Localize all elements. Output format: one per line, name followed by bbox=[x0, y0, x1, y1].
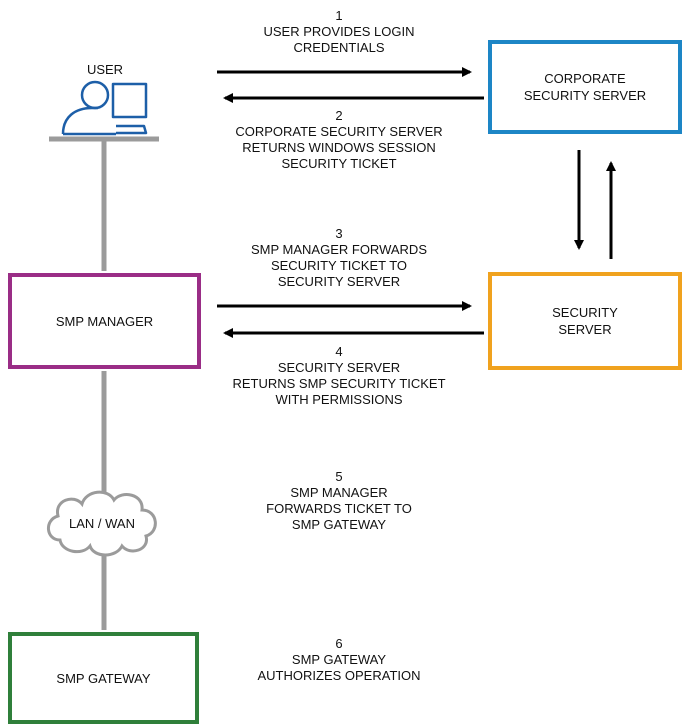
smp-manager-label: SMP MANAGER bbox=[55, 313, 154, 329]
smp-gateway-label: SMP GATEWAY bbox=[56, 670, 151, 686]
step-1: 1 USER PROVIDES LOGIN CREDENTIALS bbox=[213, 8, 465, 56]
step-text: WITH PERMISSIONS bbox=[275, 392, 403, 407]
smp-gateway-box: SMP GATEWAY bbox=[8, 632, 199, 724]
step-number: 2 bbox=[335, 108, 343, 123]
security-server-box: SECURITY SERVER bbox=[488, 272, 682, 370]
step-text: SMP MANAGER bbox=[290, 485, 388, 500]
step-2: 2 CORPORATE SECURITY SERVER RETURNS WIND… bbox=[203, 108, 475, 172]
step-number: 6 bbox=[335, 636, 343, 651]
corporate-security-server-box: CORPORATE SECURITY SERVER bbox=[488, 40, 682, 134]
step-number: 3 bbox=[335, 226, 343, 241]
corporate-security-server-label: CORPORATE SECURITY SERVER bbox=[523, 71, 647, 103]
step-text: USER PROVIDES LOGIN bbox=[263, 24, 415, 39]
step-text: SECURITY TICKET TO bbox=[270, 258, 408, 273]
step-number: 4 bbox=[335, 344, 343, 359]
step-text: AUTHORIZES OPERATION bbox=[257, 668, 421, 683]
user-label: USER bbox=[86, 62, 124, 77]
smp-manager-box: SMP MANAGER bbox=[8, 273, 201, 369]
step-text: FORWARDS TICKET TO bbox=[266, 501, 412, 516]
cloud-icon bbox=[47, 490, 157, 557]
step-text: RETURNS WINDOWS SESSION bbox=[242, 140, 436, 155]
cloud-label: LAN / WAN bbox=[69, 516, 135, 531]
security-server-label: SECURITY SERVER bbox=[552, 305, 618, 337]
step-6: 6 SMP GATEWAY AUTHORIZES OPERATION bbox=[213, 636, 465, 684]
step-text: SECURITY TICKET bbox=[281, 156, 397, 171]
step-number: 1 bbox=[335, 8, 343, 23]
step-text: CORPORATE SECURITY SERVER bbox=[235, 124, 443, 139]
step-text: SECURITY SERVER bbox=[277, 360, 401, 375]
step-5: 5 SMP MANAGER FORWARDS TICKET TO SMP GAT… bbox=[213, 469, 465, 533]
step-text: SMP MANAGER FORWARDS bbox=[250, 242, 427, 257]
step-4: 4 SECURITY SERVER RETURNS SMP SECURITY T… bbox=[198, 344, 480, 408]
step-text: SECURITY SERVER bbox=[277, 274, 401, 289]
step-3: 3 SMP MANAGER FORWARDS SECURITY TICKET T… bbox=[213, 226, 465, 290]
step-text: RETURNS SMP SECURITY TICKET bbox=[232, 376, 446, 391]
step-text: SMP GATEWAY bbox=[291, 652, 387, 667]
step-number: 5 bbox=[335, 469, 343, 484]
step-text: CREDENTIALS bbox=[293, 40, 385, 55]
step-text: SMP GATEWAY bbox=[291, 517, 387, 532]
user-icon bbox=[61, 80, 148, 136]
